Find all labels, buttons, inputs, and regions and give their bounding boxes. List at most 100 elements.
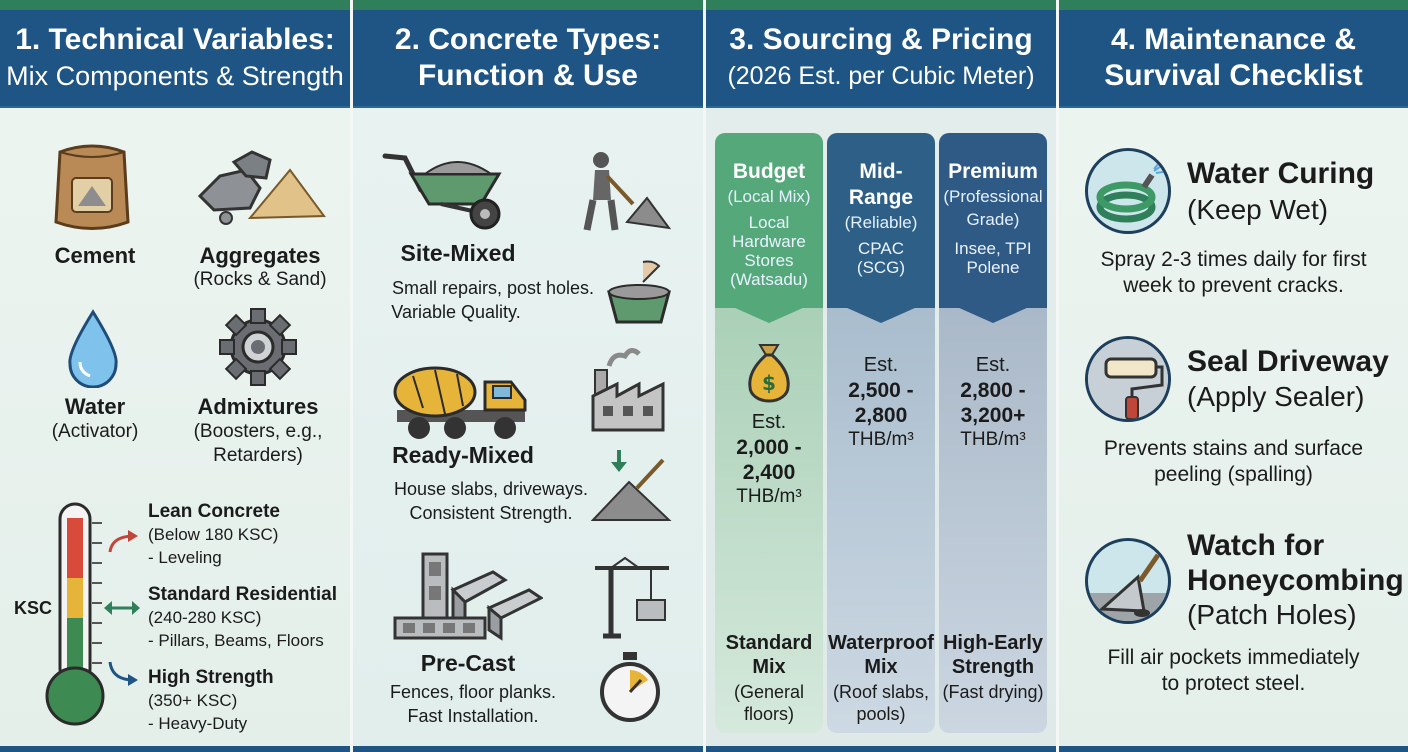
type-title: Ready-Mixed [392,442,534,468]
thermometer-tick [92,602,102,604]
tier-body [827,296,935,733]
strength-use: - Pillars, Beams, Floors [148,631,324,650]
maintenance-item-subtitle: (Keep Wet) [1187,194,1329,225]
maintenance-item-desc-1: Spray 2-3 times daily for first [1100,248,1367,271]
tier-title: Premium [948,160,1038,183]
maintenance-subtitle: Survival Checklist [1104,59,1363,92]
strength-title: Lean Concrete [148,501,280,522]
pricing-title: 3. Sourcing & Pricing [729,23,1033,56]
strength-range: (Below 180 KSC) [148,525,279,544]
thermometer-tick [92,582,102,584]
top-strip [1059,0,1408,10]
tier-mix-sub-1: (General [733,682,805,702]
tier-mix-1: High-Early [942,632,1044,654]
type-desc-1: House slabs, driveways. [393,479,589,499]
strength-range: (240-280 KSC) [148,608,262,627]
trowel-icon [1085,538,1171,624]
tier-price-2: 2,400 [742,461,796,484]
tier-source: Stores [744,251,794,270]
top-strip [0,0,350,10]
tier-est: Est. [751,411,787,433]
type-desc-1: Small repairs, post holes. [391,278,595,298]
tier-price-2: 3,200+ [960,404,1026,427]
svg-text:$: $ [762,371,776,395]
tier-arrow [827,295,935,323]
curved-arrow-up-icon [108,530,138,553]
concrete-pile-icon [590,450,672,521]
tier-price-1: 2,800 - [960,379,1026,402]
type-desc-2: Fast Installation. [407,706,539,726]
technical-variables-panel: 1. Technical Variables: Mix Components &… [0,0,350,752]
bottom-strip [0,746,350,752]
thermometer-tick [92,522,102,524]
strength-use: - Heavy-Duty [148,714,248,733]
thermometer-tick [92,562,102,564]
admixtures-sublabel-2: Retarders) [213,445,303,466]
tier-source: Local [748,213,790,232]
aggregates-icon [197,150,326,225]
strength-item: Lean Concrete (Below 180 KSC) - Leveling [148,501,348,569]
column-separator [350,0,353,752]
tier-source: (SCG) [856,258,906,277]
tier-band [715,133,823,308]
money-bag-icon: $ [748,344,790,403]
tier-est: Est. [863,354,899,376]
maintenance-item-title: Water Curing [1187,157,1375,190]
tier-price-1: 2,500 - [848,379,914,402]
bottom-strip [706,746,1056,752]
types-title: 2. Concrete Types: [394,23,662,56]
maintenance-item-desc-1: Fill air pockets immediately [1107,646,1360,669]
tier-source: Hardware [732,232,806,251]
maintenance-item-desc-2: peeling (spalling) [1154,463,1313,486]
tier-mix-sub-2: pools) [856,704,906,724]
maintenance-item-title-2: Honeycombing [1187,564,1404,597]
technical-title: 1. Technical Variables: [15,23,335,56]
maintenance-item-subtitle: (Apply Sealer) [1187,381,1365,412]
admixtures-sublabel-1: (Boosters, e.g., [193,421,323,442]
water-drop-icon [68,309,118,388]
strength-range: (350+ KSC) [148,691,238,710]
tier-mix-sub-2: floors) [743,704,794,724]
tier-title: Mid- [859,160,903,183]
tier-est: Est. [975,354,1011,376]
strength-title: High Strength [148,667,274,688]
stopwatch-icon [600,652,660,722]
aggregates-sublabel: (Rocks & Sand) [193,269,327,290]
strength-item: Standard Residential (240-280 KSC) - Pil… [148,584,348,652]
cement-label: Cement [54,243,136,268]
types-subtitle: Function & Use [417,59,638,92]
tier-price-2: 2,800 [854,404,908,427]
type-title: Site-Mixed [400,240,516,266]
tier-band [939,133,1047,308]
tier-subtitle-2: Grade) [966,210,1020,229]
tier-premium: Premium (Professional Grade) Insee, TPI … [939,133,1047,733]
tier-band [827,133,935,308]
thermometer-tick [92,662,102,664]
tier-body [939,296,1047,733]
tier-mix-sub-1: (Fast drying) [942,682,1044,702]
thermometer-tick [92,542,102,544]
maintenance-item-title: Watch for [1187,529,1325,562]
strength-use: - Leveling [148,548,222,567]
maintenance-item-desc-2: week to prevent cracks. [1123,274,1344,297]
column-separator [1056,0,1059,752]
pricing-header: 3. Sourcing & Pricing (2026 Est. per Cub… [706,10,1056,108]
technical-header: 1. Technical Variables: Mix Components &… [0,10,350,108]
maintenance-item-desc-1: Prevents stains and surface [1103,437,1364,460]
bottom-strip [353,746,703,752]
hose-icon [1085,148,1171,234]
maintenance-header: 4. Maintenance & Survival Checklist [1059,10,1408,108]
paint-roller-icon [1085,336,1171,422]
tier-unit: THB/m³ [960,429,1026,450]
cement-bag-icon [54,144,130,230]
thermometer-icon [45,502,105,726]
tier-budget: Budget (Local Mix) Local Hardware Stores… [715,133,823,733]
precast-blocks-icon [393,552,543,641]
aggregates-label: Aggregates [199,243,321,268]
tier-mix-1: Waterproof [828,632,934,654]
technical-subtitle: Mix Components & Strength [6,61,344,91]
tier-source: CPAC [858,239,904,258]
admixtures-label: Admixtures [197,394,319,419]
maintenance-title: 4. Maintenance & [1110,23,1357,56]
tier-source: Polene [966,258,1020,277]
